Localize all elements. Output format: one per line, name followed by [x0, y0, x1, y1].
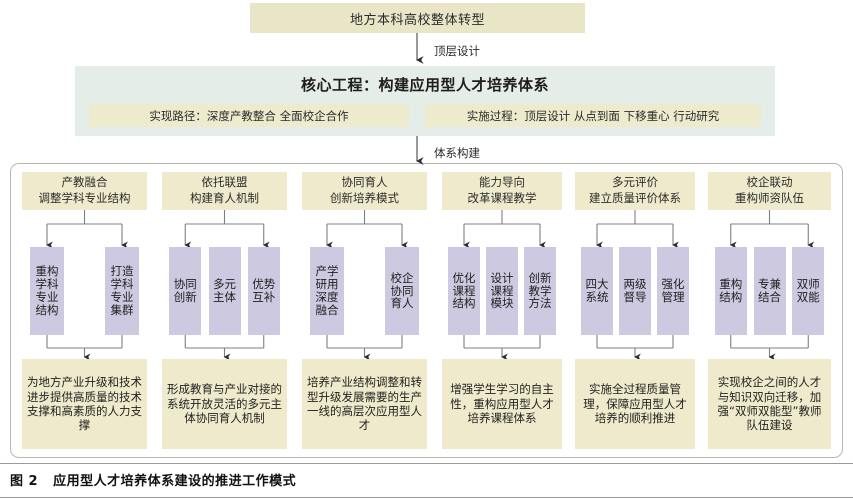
- item-line: 专业: [110, 290, 134, 304]
- column-1-summary: 为地方产业升级和技术进步提供高质量的技术支撑和高素质的人力支撑: [22, 359, 147, 449]
- column-5-item-3: 强化管理: [657, 247, 689, 335]
- column-4-item-1: 优化课程结构: [448, 247, 480, 335]
- item-line: 校企: [390, 270, 414, 285]
- item-line: 协同: [173, 277, 197, 292]
- item-line: 育人: [390, 296, 414, 311]
- item-line: 系统: [585, 290, 609, 304]
- arrow-label-system-build: 体系构建: [434, 146, 480, 160]
- item-line: 课程: [490, 283, 514, 298]
- item-line: 优势: [252, 277, 276, 292]
- column-6-summary: 实现校企之间的人才与知识双向迁移，加强“双师双能型”教师队伍建设: [708, 359, 831, 449]
- caption-rule-top: [0, 463, 853, 464]
- column-6-header: 校企联动重构师资队伍: [708, 172, 831, 210]
- item-line: 强化: [661, 277, 685, 292]
- column-3-header: 协同育人创新培养模式: [302, 172, 427, 210]
- item-line: 两级: [623, 277, 647, 292]
- item-line: 教学: [528, 283, 552, 298]
- core-path-label: 实现路径：深度产教整合 全面校企合作: [149, 108, 349, 123]
- column-5-item-2: 两级督导: [619, 247, 651, 335]
- arrow-label-top-design: 顶层设计: [434, 44, 480, 58]
- item-line: 课程: [452, 283, 476, 298]
- figure-caption-text: 应用型人才培养体系建设的推进工作模式: [53, 474, 297, 489]
- column-3-item-1: 产学研用深度融合: [310, 247, 344, 335]
- column-3-header-line: 协同育人: [341, 175, 388, 190]
- item-line: 打造: [110, 264, 134, 279]
- item-line: 优化: [452, 270, 476, 285]
- item-line: 主体: [213, 290, 236, 304]
- item-line: 融合: [315, 302, 339, 317]
- item-line: 深度: [315, 290, 339, 304]
- column-4-header: 能力导向改革课程教学: [442, 172, 562, 210]
- column-6-item-1: 重构结构: [714, 247, 747, 335]
- item-line: 创新: [173, 290, 197, 304]
- column-1-header: 产教融合调整学科专业结构: [22, 172, 147, 210]
- column-2-header-line: 构建育人机制: [190, 191, 259, 205]
- item-line: 督导: [623, 290, 647, 304]
- column-3-summary: 培养产业结构调整和转型升级发展需要的生产一线的高层次应用型人才: [302, 359, 427, 449]
- item-line: 多元: [213, 277, 236, 292]
- column-4-item-2: 设计课程模块: [486, 247, 518, 335]
- item-line: 四大: [585, 277, 609, 292]
- column-3-header-line: 创新培养模式: [330, 191, 399, 205]
- column-3-item-2: 校企协同育人: [385, 247, 419, 335]
- column-4-header-line: 能力导向: [479, 175, 525, 190]
- column-6-header-line: 校企联动: [746, 175, 793, 190]
- caption-rule-bottom: [0, 497, 853, 498]
- column-1-header-line: 产教融合: [61, 175, 108, 190]
- item-line: 重构: [719, 277, 743, 292]
- item-line: 双师: [796, 277, 820, 292]
- column-2-item-2: 多元主体: [208, 247, 241, 335]
- item-line: 协同: [390, 283, 414, 298]
- column-1-item-2: 打造学科专业集群: [105, 247, 139, 335]
- item-line: 研用: [315, 277, 339, 292]
- column-1-header-line: 调整学科专业结构: [38, 191, 131, 205]
- column-5-header: 多元评价建立质量评价体系: [575, 172, 695, 210]
- item-line: 产学: [315, 264, 339, 279]
- item-line: 创新: [528, 270, 552, 285]
- core-process-label: 实施过程：顶层设计 从点到面 下移重心 行动研究: [466, 108, 720, 123]
- column-4-header-line: 改革课程教学: [467, 191, 537, 205]
- item-line: 双能: [796, 290, 820, 304]
- column-2-item-1: 协同创新: [169, 247, 202, 335]
- column-4-summary: 增强学生学习的自主性，重构应用型人才培养课程体系: [442, 359, 562, 449]
- column-4-item-3: 创新教学方法: [524, 247, 556, 335]
- column-6-item-2: 专兼结合: [753, 247, 786, 335]
- core-project-box: 核心工程：构建应用型人才培养体系 实现路径：深度产教整合 全面校企合作 实施过程…: [75, 66, 775, 136]
- item-line: 结合: [758, 290, 781, 304]
- item-line: 设计: [490, 270, 514, 285]
- item-line: 模块: [490, 296, 514, 311]
- figure-number: 图 2: [10, 474, 39, 489]
- column-6-item-3: 双师双能: [792, 247, 825, 335]
- column-5-header-line: 建立质量评价体系: [589, 191, 681, 205]
- column-5-header-line: 多元评价: [612, 175, 658, 190]
- column-2-summary: 形成教育与产业对接的系统开放灵活的多元主体协同育人机制: [162, 359, 287, 449]
- column-2-item-3: 优势互补: [247, 247, 280, 335]
- item-line: 结构: [452, 296, 476, 311]
- item-line: 学科: [35, 277, 59, 292]
- top-level-label: 地方本科高校整体转型: [349, 12, 485, 28]
- item-line: 专业: [35, 290, 59, 304]
- item-line: 互补: [252, 290, 276, 304]
- core-project-title: 核心工程：构建应用型人才培养体系: [300, 76, 549, 94]
- figure-caption: 图 2 应用型人才培养体系建设的推进工作模式: [10, 470, 296, 489]
- item-line: 结构: [35, 302, 59, 317]
- column-6-header-line: 重构师资队伍: [735, 191, 804, 205]
- core-process-box: 实施过程：顶层设计 从点到面 下移重心 行动研究: [425, 104, 761, 127]
- top-level-box: 地方本科高校整体转型: [250, 3, 585, 33]
- item-line: 学科: [110, 277, 134, 292]
- column-5-item-1: 四大系统: [581, 247, 613, 335]
- item-line: 专兼: [758, 277, 781, 292]
- item-line: 方法: [528, 296, 552, 311]
- column-2-header-line: 依托联盟: [201, 175, 248, 190]
- column-2-header: 依托联盟构建育人机制: [162, 172, 287, 210]
- item-line: 重构: [35, 264, 59, 279]
- core-path-box: 实现路径：深度产教整合 全面校企合作: [89, 104, 409, 127]
- item-line: 结构: [719, 290, 743, 304]
- item-line: 集群: [110, 302, 134, 317]
- column-1-item-1: 重构学科专业结构: [30, 247, 64, 335]
- column-5-summary: 实施全过程质量管理，保障应用型人才培养的顺利推进: [575, 359, 695, 449]
- item-line: 管理: [661, 290, 685, 304]
